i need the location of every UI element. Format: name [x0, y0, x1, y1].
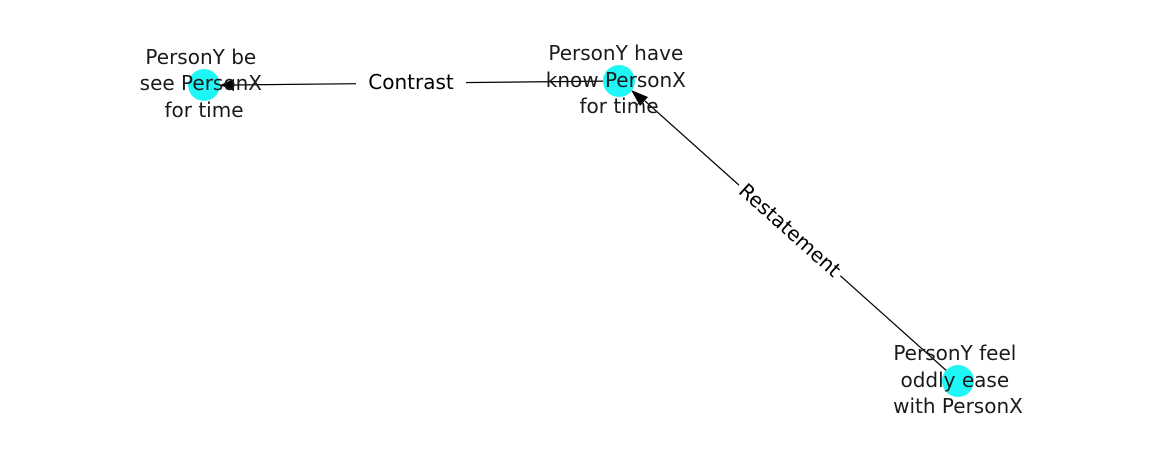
node-label-n2-line1: PersonY have [548, 41, 683, 65]
edge-label-restatement-group: Restatement [729, 173, 851, 287]
node-label-n3-line3: with PersonX [893, 394, 1023, 418]
edge-label-restatement: Restatement [734, 178, 846, 281]
node-label-n3-line2: oddly ease [900, 368, 1009, 392]
edge-restatement-arrowhead [631, 90, 648, 106]
edge-contrast-arrowhead [220, 79, 234, 91]
node-circle-n3 [942, 365, 974, 397]
node-label-n3-line1: PersonY feel [893, 341, 1016, 365]
node-label-n3: PersonY feel oddly ease with PersonX [893, 341, 1023, 418]
node-label-n2: PersonY have know PersonX for time [546, 41, 692, 118]
node-label-n1-line3: for time [164, 98, 243, 122]
node-label-n1-line2: see PersonX [140, 71, 263, 95]
node-label-n2-line3: for time [579, 94, 658, 118]
edge-label-contrast-group: Contrast [356, 68, 466, 96]
node-circle-n2 [603, 65, 635, 97]
edge-restatement-line-upper [644, 100, 732, 179]
node-label-n1: PersonY be see PersonX for time [140, 45, 269, 122]
node-circle-n1 [188, 69, 220, 101]
node-label-n1-line1: PersonY be [145, 45, 256, 69]
node-label-n2-line2: know PersonX [546, 68, 686, 92]
edge-label-contrast: Contrast [368, 70, 454, 94]
